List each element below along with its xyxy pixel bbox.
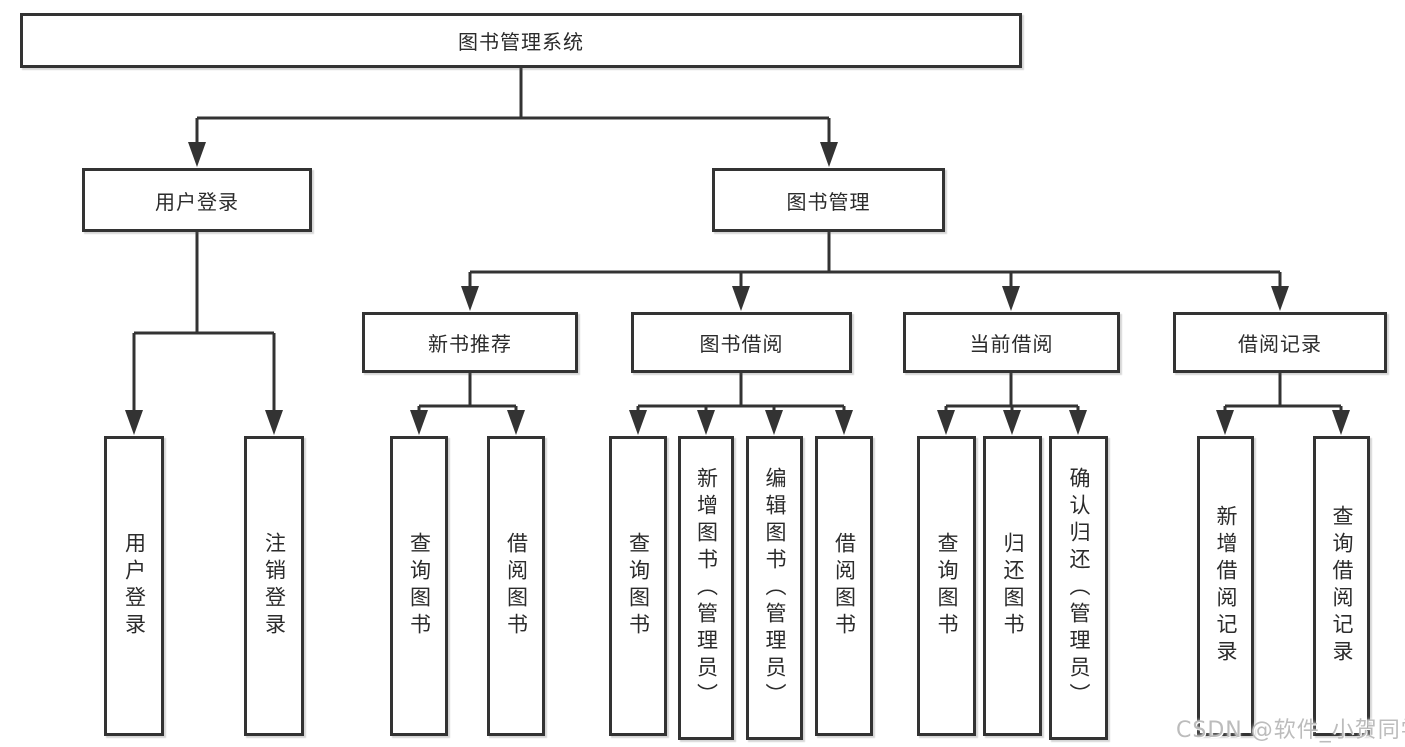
leaf-bb-edit-books: 编辑图书（管理员）: [746, 436, 803, 740]
node-root-label: 图书管理系统: [458, 30, 584, 54]
leaf-cb-query-books-label: 查询图书: [935, 532, 959, 640]
node-new-book-recommend-label: 新书推荐: [428, 332, 512, 356]
leaf-cb-confirm-return-label: 确认归还（管理员）: [1067, 466, 1091, 710]
leaf-br-query-record-label: 查询借阅记录: [1330, 505, 1354, 667]
leaf-rec-borrow-books: 借阅图书: [487, 436, 545, 736]
leaf-cb-query-books: 查询图书: [917, 436, 976, 736]
node-user-login-label: 用户登录: [155, 189, 239, 214]
leaf-cb-return-books-label: 归还图书: [1001, 532, 1025, 640]
node-current-borrow: 当前借阅: [903, 312, 1120, 373]
node-current-borrow-label: 当前借阅: [969, 332, 1054, 356]
leaf-cb-return-books: 归还图书: [983, 436, 1042, 736]
csdn-watermark: CSDN @软件_小贺同学: [1176, 718, 1405, 743]
leaf-bb-add-books-label: 新增图书（管理员）: [694, 466, 719, 710]
node-book-borrow-label: 图书借阅: [699, 332, 784, 356]
node-root: 图书管理系统: [20, 13, 1022, 68]
leaf-br-add-record: 新增借阅记录: [1197, 436, 1254, 736]
leaf-rec-query-books: 查询图书: [390, 436, 448, 736]
node-user-login: 用户登录: [82, 168, 312, 232]
leaf-bb-borrow-books-label: 借阅图书: [832, 532, 857, 640]
leaf-user-login: 用户登录: [104, 436, 164, 736]
node-borrow-records-label: 借阅记录: [1238, 332, 1322, 356]
leaf-bb-query-books: 查询图书: [609, 436, 667, 736]
arrowhead-icons: [125, 142, 1350, 435]
leaf-rec-query-books-label: 查询图书: [407, 532, 432, 640]
node-book-management-label: 图书管理: [786, 189, 871, 214]
leaf-logout: 注销登录: [244, 436, 304, 736]
node-new-book-recommend: 新书推荐: [362, 312, 578, 373]
leaf-cb-confirm-return: 确认归还（管理员）: [1049, 436, 1108, 740]
leaf-bb-query-books-label: 查询图书: [626, 532, 651, 640]
node-book-management: 图书管理: [712, 168, 945, 232]
leaf-bb-borrow-books: 借阅图书: [815, 436, 873, 736]
node-borrow-records: 借阅记录: [1173, 312, 1387, 373]
leaf-br-add-record-label: 新增借阅记录: [1214, 505, 1238, 667]
leaf-br-query-record: 查询借阅记录: [1313, 436, 1370, 736]
leaf-bb-add-books: 新增图书（管理员）: [678, 436, 734, 740]
node-book-borrow: 图书借阅: [631, 312, 852, 373]
leaf-logout-label: 注销登录: [262, 532, 287, 640]
leaf-rec-borrow-books-label: 借阅图书: [504, 532, 529, 640]
leaf-user-login-label: 用户登录: [122, 532, 147, 640]
leaf-bb-edit-books-label: 编辑图书（管理员）: [763, 466, 787, 710]
